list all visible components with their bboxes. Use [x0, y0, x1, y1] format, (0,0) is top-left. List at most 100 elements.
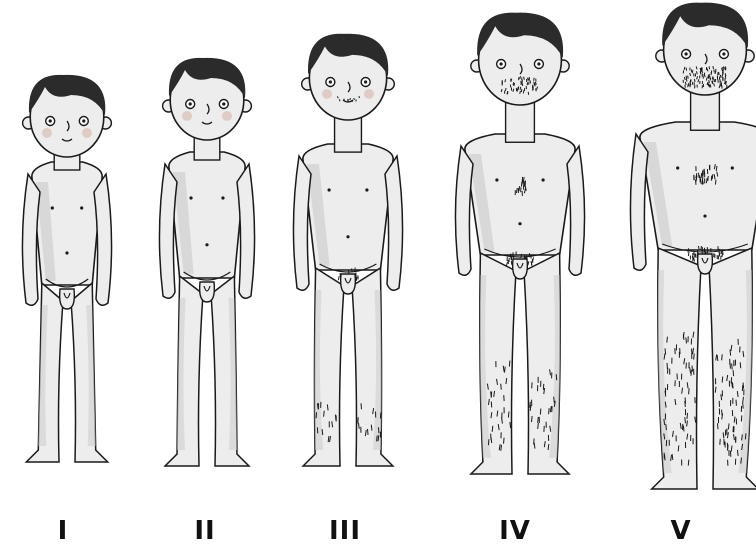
beard: [713, 66, 714, 69]
beard: [524, 77, 525, 80]
beard: [520, 87, 521, 90]
beard: [690, 79, 691, 82]
beard: [721, 81, 722, 84]
leg-hair: [508, 412, 509, 418]
right-leg: [352, 268, 393, 466]
leg-hair: [688, 460, 689, 466]
figure-stage-5: [630, 3, 756, 489]
leg-hair: [732, 363, 733, 369]
leg-hair: [501, 384, 502, 390]
leg-hair: [504, 438, 505, 444]
nipple: [189, 196, 192, 199]
leg-hair: [687, 413, 688, 419]
leg-hair: [683, 425, 684, 431]
pubic-hair: [701, 246, 702, 250]
nipple: [328, 188, 331, 191]
left-arm: [293, 156, 311, 290]
figure-stage-4: [455, 13, 584, 474]
stubble: [354, 98, 355, 100]
pupil: [685, 52, 688, 55]
beard: [513, 82, 514, 85]
leg-hair: [488, 439, 489, 445]
pupil: [500, 62, 503, 65]
beard: [708, 83, 709, 86]
pupil: [329, 80, 332, 83]
navel: [346, 235, 349, 238]
beard: [692, 70, 693, 73]
chest-hair: [704, 169, 705, 174]
leg-hair: [492, 426, 493, 432]
beard: [510, 85, 511, 88]
pupil: [49, 119, 52, 122]
leg-hair: [694, 354, 695, 360]
nipple: [80, 206, 83, 209]
figure-stage-2: [159, 58, 254, 466]
beard: [725, 82, 726, 85]
genitals: [200, 282, 215, 302]
leg-hair: [733, 382, 734, 388]
pupil: [189, 102, 192, 105]
beard: [507, 92, 508, 95]
leg-hair: [666, 424, 667, 430]
pubic-hair: [694, 258, 695, 262]
cheek: [182, 111, 192, 121]
beard: [520, 76, 521, 79]
leg-hair: [678, 445, 679, 451]
beard: [718, 72, 719, 75]
leg-hair: [556, 374, 557, 380]
pubic-hair: [692, 256, 693, 260]
pupil: [537, 62, 540, 65]
cheek: [222, 111, 232, 121]
navel: [703, 214, 706, 217]
figure-stage-1: [22, 75, 111, 462]
cheek: [82, 128, 92, 138]
leg-hair: [742, 434, 743, 440]
navel: [205, 243, 208, 246]
beard: [720, 75, 721, 78]
stage-label-iii: III: [295, 516, 395, 546]
stage-label-i: I: [13, 516, 113, 546]
cheek: [364, 89, 374, 99]
chest-hair: [702, 171, 703, 176]
pubic-hair: [688, 252, 689, 256]
leg-hair: [730, 350, 731, 356]
leg-hair: [531, 416, 532, 422]
beard: [688, 76, 689, 79]
chest-hair: [712, 174, 713, 179]
pubic-hair: [531, 261, 532, 265]
beard: [686, 79, 687, 82]
leg-hair: [368, 429, 369, 435]
leg-hair: [506, 378, 507, 384]
leg-hair: [737, 450, 738, 456]
genitals: [60, 289, 75, 309]
beard: [714, 79, 715, 82]
pubic-hair: [338, 276, 339, 280]
pupil: [82, 119, 85, 122]
cheek: [322, 89, 332, 99]
pubic-hair: [718, 255, 719, 259]
beard: [712, 76, 713, 79]
stage-label-iv: IV: [465, 516, 565, 546]
nipple: [542, 178, 545, 181]
right-arm: [567, 146, 585, 275]
leg-hair: [538, 417, 539, 423]
beard: [709, 80, 710, 83]
leg-hair: [727, 443, 728, 449]
leg-hair: [722, 377, 723, 383]
leg-hair: [491, 392, 492, 398]
leg-hair: [554, 397, 555, 403]
navel: [518, 222, 521, 225]
beard: [522, 83, 523, 86]
chest-hair: [519, 186, 520, 191]
leg-hair: [538, 423, 539, 429]
beard: [723, 67, 724, 70]
left-arm: [455, 146, 473, 275]
leg-hair: [691, 349, 692, 355]
nipple: [221, 196, 224, 199]
genitals: [698, 254, 713, 274]
leg-hair: [509, 361, 510, 367]
genitals: [513, 259, 528, 279]
beard: [534, 78, 535, 81]
